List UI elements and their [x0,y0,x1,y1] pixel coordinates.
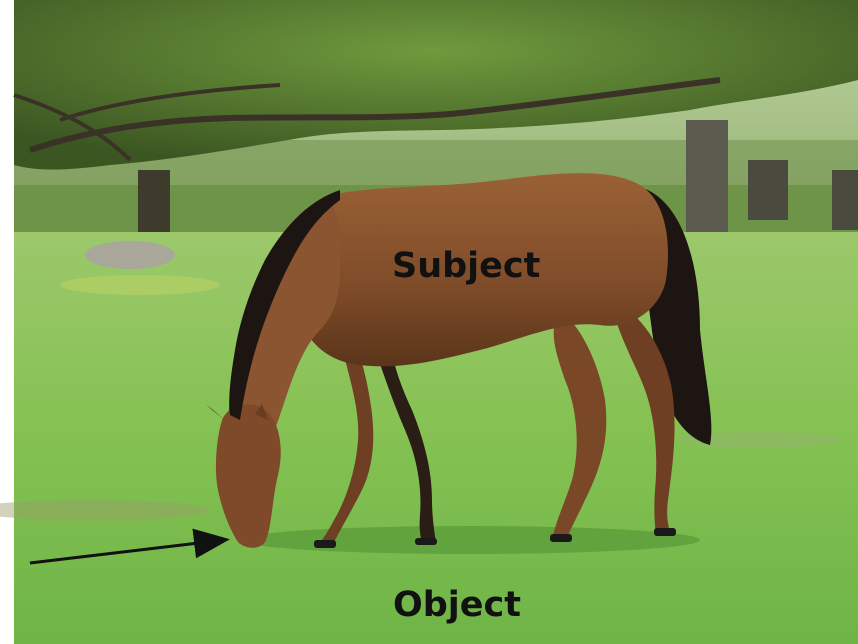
tree-trunk [138,170,170,240]
horse-head [215,404,281,548]
horse-ear [255,404,268,420]
subject-label: Subject [392,246,541,286]
horse-shadow [240,526,700,554]
horse-foreleg [372,340,436,542]
horse-foreleg [318,340,374,546]
horse-body [295,173,669,367]
tree-trunk [832,170,858,230]
horse-ear [206,404,225,420]
tree-trunk [748,160,788,220]
horse-hind-leg [610,300,675,534]
tree-trunk [686,120,728,238]
horse-mane [229,190,340,420]
horse-hind-leg [552,310,607,540]
object-label: Object [393,585,522,625]
arrow-right-icon [29,528,230,565]
horse-neck [227,200,340,455]
tree-canopy [14,0,858,170]
log-pile [85,241,175,269]
